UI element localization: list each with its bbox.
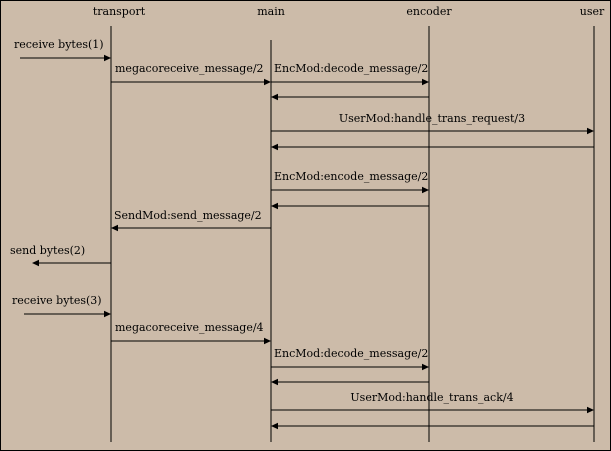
arrow-head-icon-m14 [271,378,278,386]
arrow-head-icon-m15 [587,406,594,414]
message-m8[interactable] [271,202,429,210]
message-m13[interactable]: EncMod:decode_message/2 [271,347,429,371]
message-label-m7: EncMod:encode_message/2 [274,170,428,183]
message-label-m13: EncMod:decode_message/2 [274,347,428,360]
arrow-head-icon-m11 [104,310,111,318]
arrow-head-icon-m12 [264,337,271,345]
arrow-head-icon-m16 [271,422,278,430]
lifeline-main[interactable]: main [257,5,285,442]
arrow-head-icon-m10 [32,259,39,267]
arrow-head-icon-m3 [422,78,429,86]
message-label-m9: SendMod:send_message/2 [114,209,262,222]
message-label-m3: EncMod:decode_message/2 [274,62,428,75]
message-m7[interactable]: EncMod:encode_message/2 [271,170,429,194]
message-m10[interactable]: send bytes(2) [10,244,111,267]
arrow-head-icon-m8 [271,202,278,210]
arrow-head-icon-m5 [587,127,594,135]
message-m11[interactable]: receive bytes(3) [12,294,111,318]
message-m2[interactable]: megacoreceive_message/2 [111,62,271,86]
message-m14[interactable] [271,378,429,386]
lifeline-user[interactable]: user [580,5,605,442]
lifeline-label-transport: transport [93,5,146,18]
message-m6[interactable] [271,143,594,151]
lifelines-group: transport main encoder user [93,5,605,442]
message-label-m2: megacoreceive_message/2 [115,62,264,75]
message-label-m10: send bytes(2) [10,244,85,257]
message-label-m5: UserMod:handle_trans_request/3 [339,112,525,125]
arrow-head-icon-m9 [111,224,118,232]
message-label-m1: receive bytes(1) [14,38,104,51]
message-m5[interactable]: UserMod:handle_trans_request/3 [271,112,594,135]
message-label-m11: receive bytes(3) [12,294,102,307]
lifeline-encoder[interactable]: encoder [406,5,452,442]
message-m3[interactable]: EncMod:decode_message/2 [271,62,429,86]
message-label-m12: megacoreceive_message/4 [115,321,264,334]
arrow-head-icon-m6 [271,143,278,151]
message-m9[interactable]: SendMod:send_message/2 [111,209,271,232]
arrow-head-icon-m1 [104,54,111,62]
lifeline-label-user: user [580,5,605,18]
message-m15[interactable]: UserMod:handle_trans_ack/4 [271,391,594,414]
arrow-head-icon-m13 [422,363,429,371]
arrow-head-icon-m4 [271,93,278,101]
arrow-head-icon-m7 [422,186,429,194]
message-label-m15: UserMod:handle_trans_ack/4 [350,391,513,404]
message-m4[interactable] [271,93,429,101]
message-m1[interactable]: receive bytes(1) [14,38,111,62]
arrow-head-icon-m2 [264,78,271,86]
lifeline-label-encoder: encoder [406,5,452,18]
message-m12[interactable]: megacoreceive_message/4 [111,321,271,345]
message-m16[interactable] [271,422,594,430]
lifeline-transport[interactable]: transport [93,5,146,442]
lifeline-label-main: main [257,5,285,18]
